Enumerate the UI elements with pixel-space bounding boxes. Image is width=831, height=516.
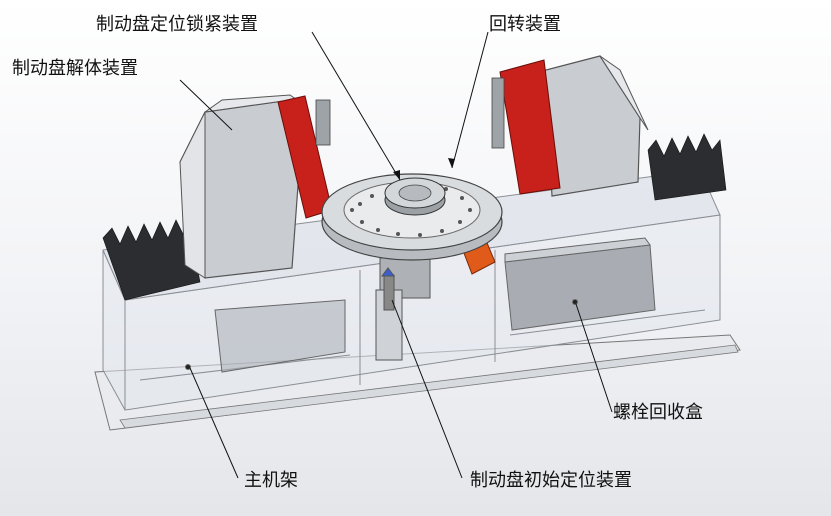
left-housing (179, 94, 333, 279)
bolt-recovery-box (504, 237, 656, 331)
initial-positioning-device (375, 257, 431, 361)
label-main-frame: 主机架 (244, 470, 298, 491)
label-initial-positioning: 制动盘初始定位装置 (470, 470, 632, 491)
left-collection-box (185, 299, 346, 373)
right-bellows (647, 133, 727, 201)
right-housing (491, 55, 649, 197)
label-locking-device: 制动盘定位锁紧装置 (96, 14, 258, 35)
rotary-turntable (321, 173, 503, 261)
leader-arrows (393, 158, 455, 180)
leader-lines (179, 31, 613, 479)
label-bolt-recovery-box: 螺栓回收盒 (613, 402, 703, 423)
label-rotary-device: 回转装置 (489, 14, 561, 35)
label-disassembly-device: 制动盘解体装置 (12, 58, 138, 79)
